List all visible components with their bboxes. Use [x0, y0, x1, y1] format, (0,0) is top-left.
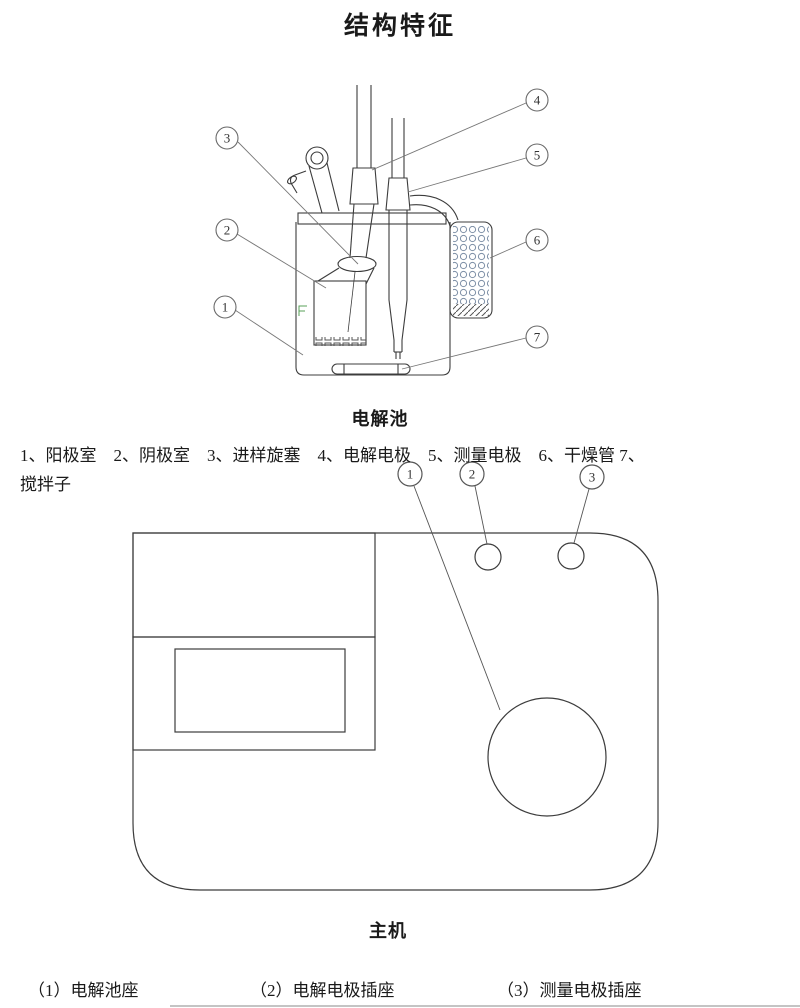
electrolysis-electrode-tube — [349, 85, 379, 259]
socket-legend-electrolysis-socket: （2）电解电极插座 — [250, 981, 395, 1000]
drying-tube — [449, 221, 493, 319]
stir-bar — [331, 363, 411, 375]
cell-leader-lines — [234, 102, 527, 370]
leader-3 — [237, 141, 359, 265]
callout-7: 7 — [525, 325, 549, 349]
parts-legend-line1: 1、阳极室 2、阴极室 3、进样旋塞 4、电解电极 5、测量电极 6、干燥管 7… — [20, 446, 645, 465]
leader-m2 — [474, 485, 488, 545]
desiccant-plug — [453, 304, 489, 316]
callout-5: 5 — [525, 143, 549, 167]
main-unit-diagram: 1 2 3 — [132, 461, 659, 891]
callout-m1: 1 — [397, 461, 423, 487]
electrolytic-cell-diagram: 3 4 5 2 6 — [213, 85, 549, 376]
display-panel — [132, 636, 376, 751]
callout-2: 2 — [215, 218, 239, 242]
leader-m1 — [413, 485, 501, 711]
svg-text:4: 4 — [534, 93, 541, 108]
svg-text:7: 7 — [534, 330, 541, 345]
cell-diagram-caption: 电解池 — [351, 409, 409, 429]
svg-text:6: 6 — [534, 233, 541, 248]
svg-text:1: 1 — [222, 300, 229, 315]
leader-7 — [401, 337, 527, 370]
svg-text:3: 3 — [589, 470, 596, 485]
callout-m3: 3 — [579, 464, 605, 490]
leader-2 — [236, 233, 327, 289]
leader-1 — [234, 309, 304, 356]
callout-3: 3 — [215, 126, 239, 150]
main-diagram-caption: 主机 — [369, 921, 407, 941]
main-unit-outline — [132, 532, 659, 891]
main-leader-lines — [413, 485, 590, 711]
display-window — [174, 648, 346, 733]
cathode-chamber — [313, 255, 377, 346]
level-mark — [298, 305, 307, 316]
socket-legend-measuring-socket: （3）测量电极插座 — [497, 981, 642, 1000]
svg-text:2: 2 — [469, 467, 476, 482]
side-arm — [409, 194, 459, 227]
sample-port-neck — [287, 146, 340, 214]
leader-m3 — [573, 488, 590, 544]
main-callouts: 1 2 3 — [397, 461, 605, 490]
cell-callouts: 3 4 5 2 6 — [213, 88, 549, 349]
leader-4 — [371, 102, 527, 171]
svg-text:5: 5 — [534, 148, 541, 163]
svg-text:3: 3 — [224, 131, 231, 146]
callout-4: 4 — [525, 88, 549, 112]
socket-legend-cell-seat: （1）电解池座 — [28, 981, 139, 1000]
svg-text:1: 1 — [407, 467, 414, 482]
desiccant-beads — [453, 226, 489, 304]
measuring-electrode-tube — [385, 118, 411, 359]
svg-text:2: 2 — [224, 223, 231, 238]
leader-5 — [407, 157, 527, 193]
cell-seat — [487, 697, 607, 817]
page-title: 结构特征 — [343, 13, 456, 40]
electrolysis-electrode-socket — [474, 543, 502, 571]
vessel-body — [295, 212, 451, 376]
frit — [314, 337, 366, 346]
callout-m2: 2 — [459, 461, 485, 487]
callout-6: 6 — [525, 228, 549, 252]
parts-legend-line2: 搅拌子 — [20, 475, 71, 494]
callout-1: 1 — [213, 295, 237, 319]
leader-6 — [489, 241, 527, 259]
measuring-electrode-socket — [557, 542, 585, 570]
top-panel — [132, 532, 376, 638]
